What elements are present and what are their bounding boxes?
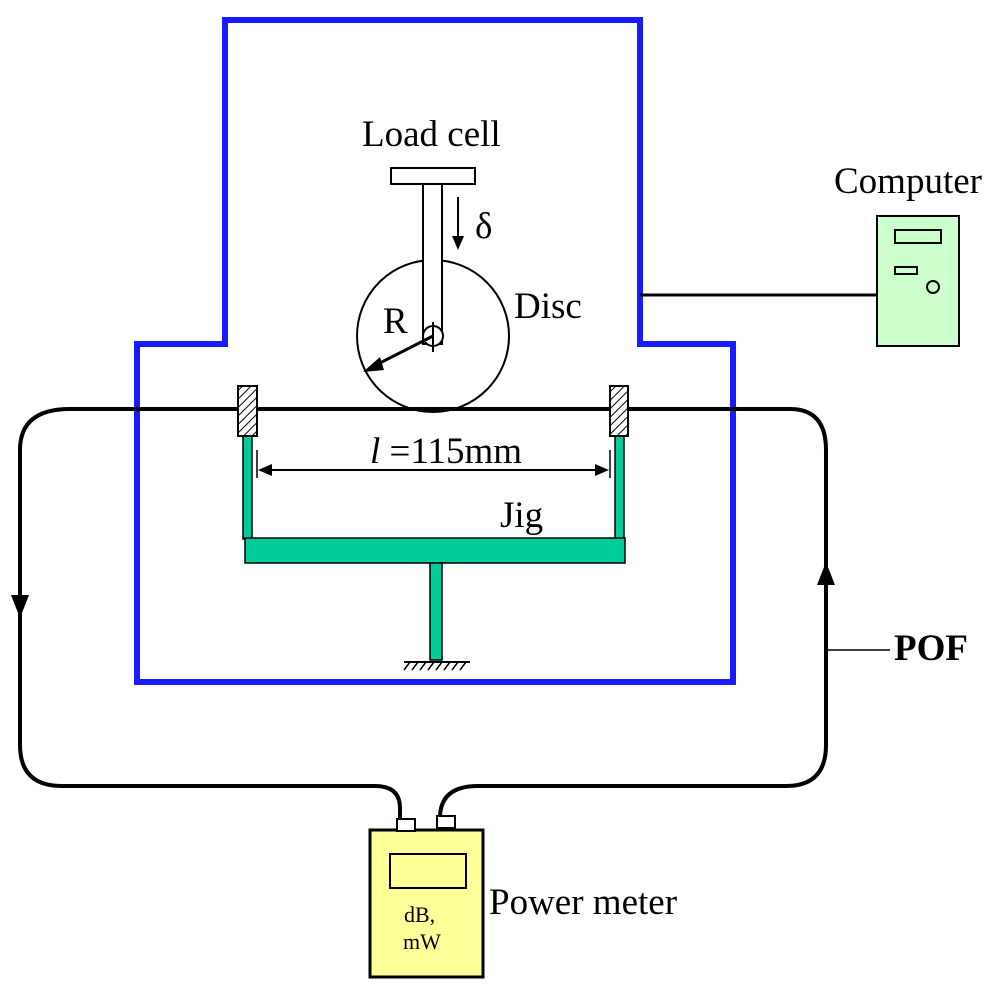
span-dimension (256, 450, 611, 478)
pof-fiber-left (18, 407, 402, 823)
fiber-clamp-left (237, 385, 258, 437)
radius-label: R (383, 301, 408, 342)
pof-fiber-right (438, 407, 828, 819)
displacement-arrow (452, 197, 464, 250)
test-machine-enclosure (134, 17, 736, 685)
computer-icon (876, 215, 960, 347)
radius-arrow (363, 334, 434, 372)
fiber-direction-arrow-up (817, 562, 835, 585)
computer-label: Computer (834, 161, 982, 202)
disc-label: Disc (514, 286, 582, 327)
load-cell-label: Load cell (362, 114, 501, 155)
displacement-label: δ (475, 206, 492, 247)
jig (242, 435, 626, 661)
power-meter-units-line2: mW (403, 929, 441, 954)
ground-symbol (403, 661, 470, 671)
span-label: l =115mm (370, 431, 522, 472)
power-meter-display (389, 853, 467, 889)
fiber-clamp-right (609, 385, 629, 437)
power-meter-units-line1: dB, (404, 902, 435, 927)
loading-rod (422, 183, 443, 345)
fiber-direction-arrow-down (11, 595, 29, 618)
pof-label: POF (894, 628, 968, 669)
load-cell-plate (390, 167, 476, 185)
power-meter (368, 815, 485, 979)
jig-label: Jig (500, 495, 543, 536)
power-meter-label: Power meter (489, 882, 677, 923)
